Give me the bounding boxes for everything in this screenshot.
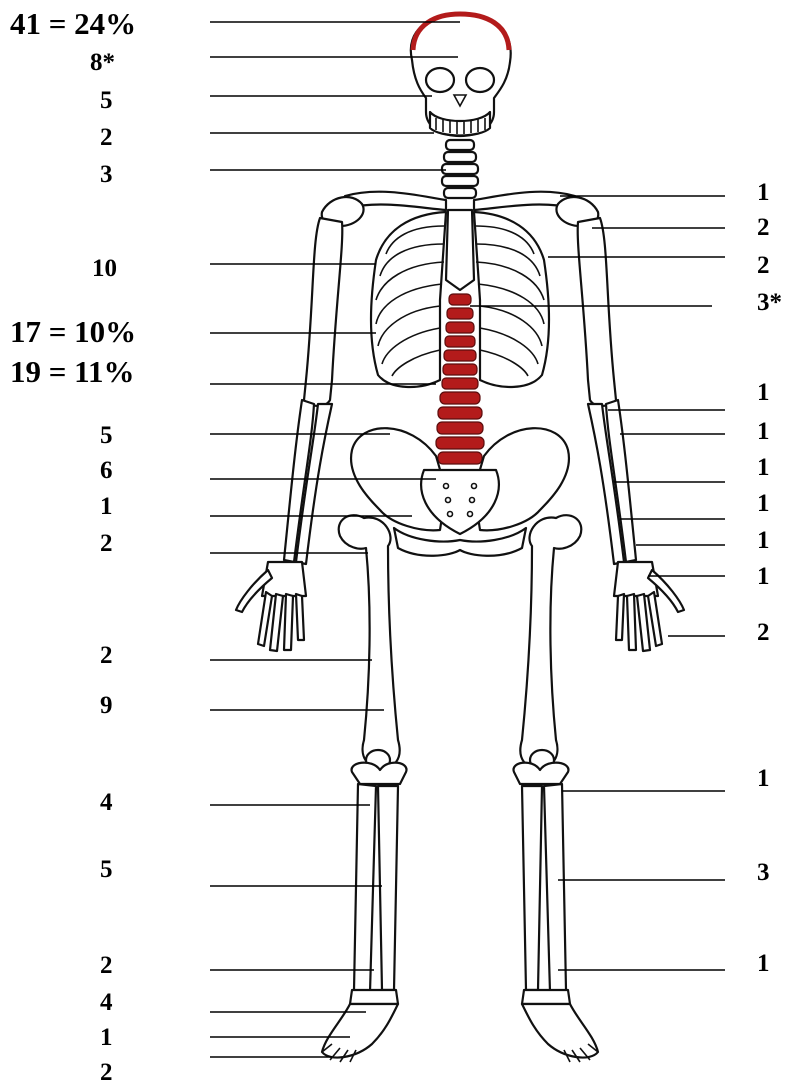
label-thoracic: 3* [757, 290, 782, 315]
label-patella: 1 [757, 766, 770, 791]
label-skull-total: 41 = 24% [10, 8, 136, 39]
label-fibula: 3 [757, 860, 770, 885]
thoracic-lumbar-spine [436, 294, 484, 464]
label-tibia-mid: 5 [100, 857, 113, 882]
label-ulna: 1 [757, 455, 770, 480]
right-arm [578, 218, 636, 564]
right-leg [514, 515, 598, 1062]
left-arm [284, 218, 342, 564]
label-coccyx: 1 [100, 494, 113, 519]
label-neck: 3 [100, 162, 113, 187]
label-sternum: 2 [757, 253, 770, 278]
label-scapula: 2 [757, 215, 770, 240]
label-metatarsals: 1 [100, 1025, 113, 1050]
cervical-spine [442, 140, 478, 198]
label-femur-lower: 9 [100, 693, 113, 718]
label-hip: 2 [100, 531, 113, 556]
label-tarsals: 4 [100, 990, 113, 1015]
label-clavicle: 1 [757, 180, 770, 205]
label-face-upper: 5 [100, 88, 113, 113]
label-tibia-upper: 4 [100, 790, 113, 815]
label-carpals: 1 [757, 564, 770, 589]
label-elbow: 1 [757, 380, 770, 405]
label-thorax-total: 17 = 10% [10, 316, 136, 347]
left-hand [236, 562, 306, 651]
label-sacrum: 6 [100, 458, 113, 483]
label-radius: 1 [757, 419, 770, 444]
label-ribs: 10 [92, 256, 117, 281]
label-cranium: 8* [90, 50, 115, 75]
label-forearm-lower: 1 [757, 491, 770, 516]
label-ankle-right: 1 [757, 951, 770, 976]
label-toes: 2 [100, 1060, 113, 1085]
label-fingers: 2 [757, 620, 770, 645]
label-femur-upper: 2 [100, 643, 113, 668]
label-lumbar: 5 [100, 423, 113, 448]
label-jaw: 2 [100, 125, 113, 150]
label-wrist: 1 [757, 528, 770, 553]
left-leg [322, 515, 406, 1062]
label-ankle: 2 [100, 953, 113, 978]
label-spine-total: 19 = 11% [10, 356, 134, 387]
skull [411, 14, 511, 136]
